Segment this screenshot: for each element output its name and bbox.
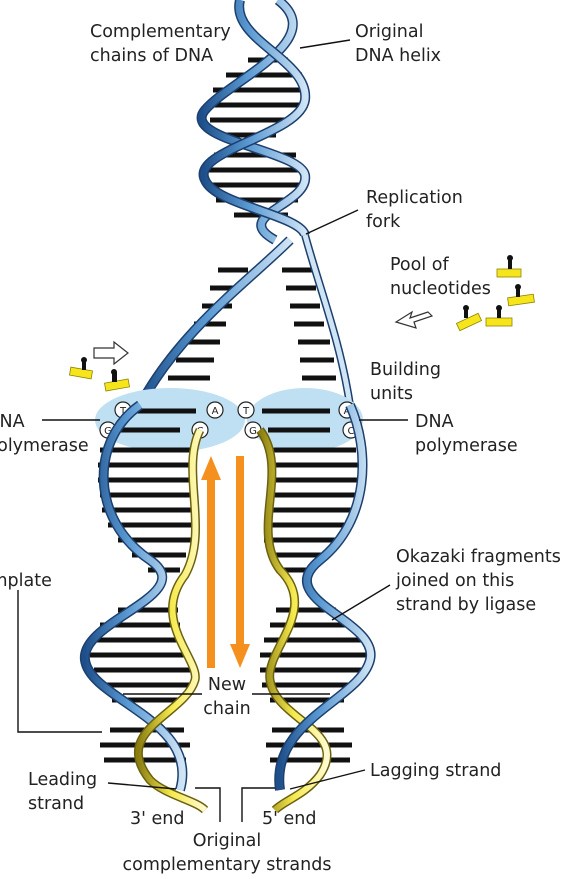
hollow-arrow-right-icon [94, 342, 128, 364]
fork-rungs [168, 270, 336, 378]
nucleotide-icon [456, 305, 481, 331]
label-pool-2: nucleotides [390, 279, 491, 299]
label-new-chain-1: New [208, 675, 246, 695]
label-okazaki-3: strand by ligase [396, 595, 536, 615]
label-complementary-chains-2: chains of DNA [90, 46, 213, 66]
label-replication-fork-2: fork [366, 212, 401, 232]
label-replication-fork-1: Replication [366, 188, 463, 208]
nucleotide-icon [486, 305, 512, 326]
svg-text:T: T [242, 406, 250, 417]
svg-text:G: G [249, 426, 257, 437]
nucleotide-icon [508, 284, 535, 306]
label-pool-1: Pool of [390, 255, 449, 275]
svg-text:A: A [212, 406, 219, 417]
label-complementary-chains-1: Complementary [90, 22, 231, 42]
label-dna-polymerase-right-2: polymerase [415, 436, 518, 456]
base-circle-right-t: T [238, 402, 254, 418]
base-circle-left-a: A [207, 402, 223, 418]
label-original-complementary-1: Original [193, 831, 261, 851]
label-original-helix-2: DNA helix [355, 46, 441, 66]
new-chain-arrow-up [201, 456, 221, 668]
label-new-chain-2: chain [203, 699, 250, 719]
label-lagging-strand: Lagging strand [370, 761, 501, 781]
nucleotide-icon [69, 357, 92, 379]
nucleotide-icon [497, 255, 521, 277]
label-building-1: Building [370, 360, 441, 380]
label-okazaki-2: joined on this [395, 571, 514, 591]
label-okazaki-1: Okazaki fragments [396, 547, 561, 567]
label-leading-2: strand [28, 794, 84, 814]
hollow-arrow-left-icon [396, 312, 432, 328]
nucleotide-icon [104, 369, 129, 391]
label-3-end: 3' end [130, 809, 184, 829]
new-chain-arrow-down [230, 456, 250, 668]
label-dna-polymerase-left-2: polymerase [0, 436, 89, 456]
label-leading-1: Leading [28, 770, 97, 790]
label-building-2: units [370, 384, 413, 404]
label-5-end: 5' end [262, 809, 316, 829]
label-template: Template [0, 571, 52, 591]
label-dna-polymerase-right-1: DNA [415, 412, 454, 432]
label-dna-polymerase-left-1: DNA [0, 412, 25, 432]
label-original-complementary-2: complementary strands [123, 855, 332, 875]
label-original-helix-1: Original [355, 22, 423, 42]
